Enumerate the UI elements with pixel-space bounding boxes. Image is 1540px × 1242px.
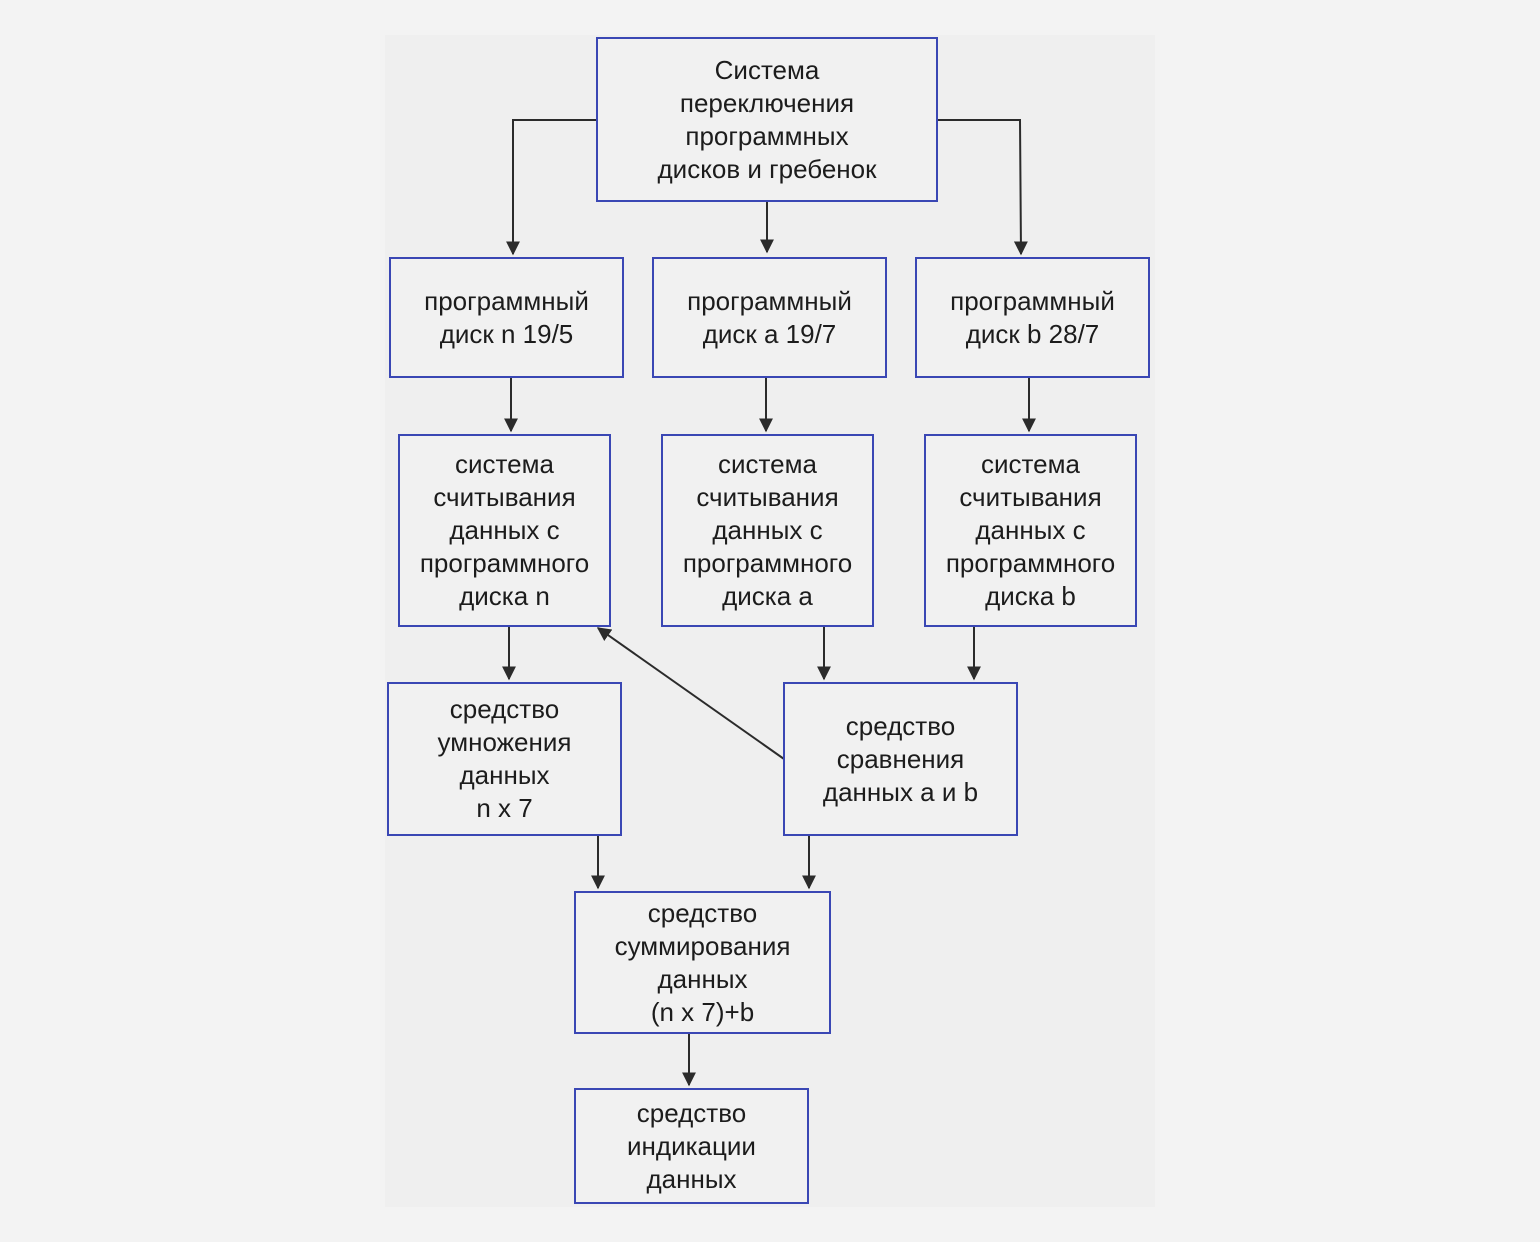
disk-n-box: программный диск n 19/5 [389, 257, 624, 378]
reader-n-label: система считывания данных с программного… [419, 449, 590, 611]
edge-switch-to-disk-n [506, 119, 597, 256]
multiplier-label: средство умножения данных n x 7 [437, 694, 572, 823]
disk-b-box: программный диск b 28/7 [915, 257, 1150, 378]
disk-a-label: программный диск a 19/7 [687, 285, 852, 349]
edge-comparator-to-reader-n [596, 627, 785, 760]
indicator-label: средство индикации данных [627, 1097, 756, 1194]
reader-a-label: система считывания данных с программного… [682, 449, 853, 611]
indicator-box: средство индикации данных [574, 1088, 809, 1204]
disk-a-box: программный диск a 19/7 [652, 257, 887, 378]
disk-b-label: программный диск b 28/7 [950, 285, 1115, 349]
comparator-label: средство сравнения данных a и b [822, 710, 979, 807]
summator-label: средство суммирования данных (n x 7)+b [614, 897, 791, 1027]
comparator-box: средство сравнения данных a и b [783, 682, 1018, 836]
reader-b-label: система считывания данных с программного… [945, 449, 1116, 611]
multiplier-box: средство умножения данных n x 7 [387, 682, 622, 836]
reader-b-box: система считывания данных с программного… [924, 434, 1137, 627]
edge-switch-to-disk-b [937, 119, 1028, 256]
switch-system-box: Система переключения программных дисков … [596, 37, 938, 202]
reader-n-box: система считывания данных с программного… [398, 434, 611, 627]
disk-n-label: программный диск n 19/5 [424, 285, 589, 349]
switch-system-label: Система переключения программных дисков … [657, 54, 877, 184]
summator-box: средство суммирования данных (n x 7)+b [574, 891, 831, 1034]
reader-a-box: система считывания данных с программного… [661, 434, 874, 627]
